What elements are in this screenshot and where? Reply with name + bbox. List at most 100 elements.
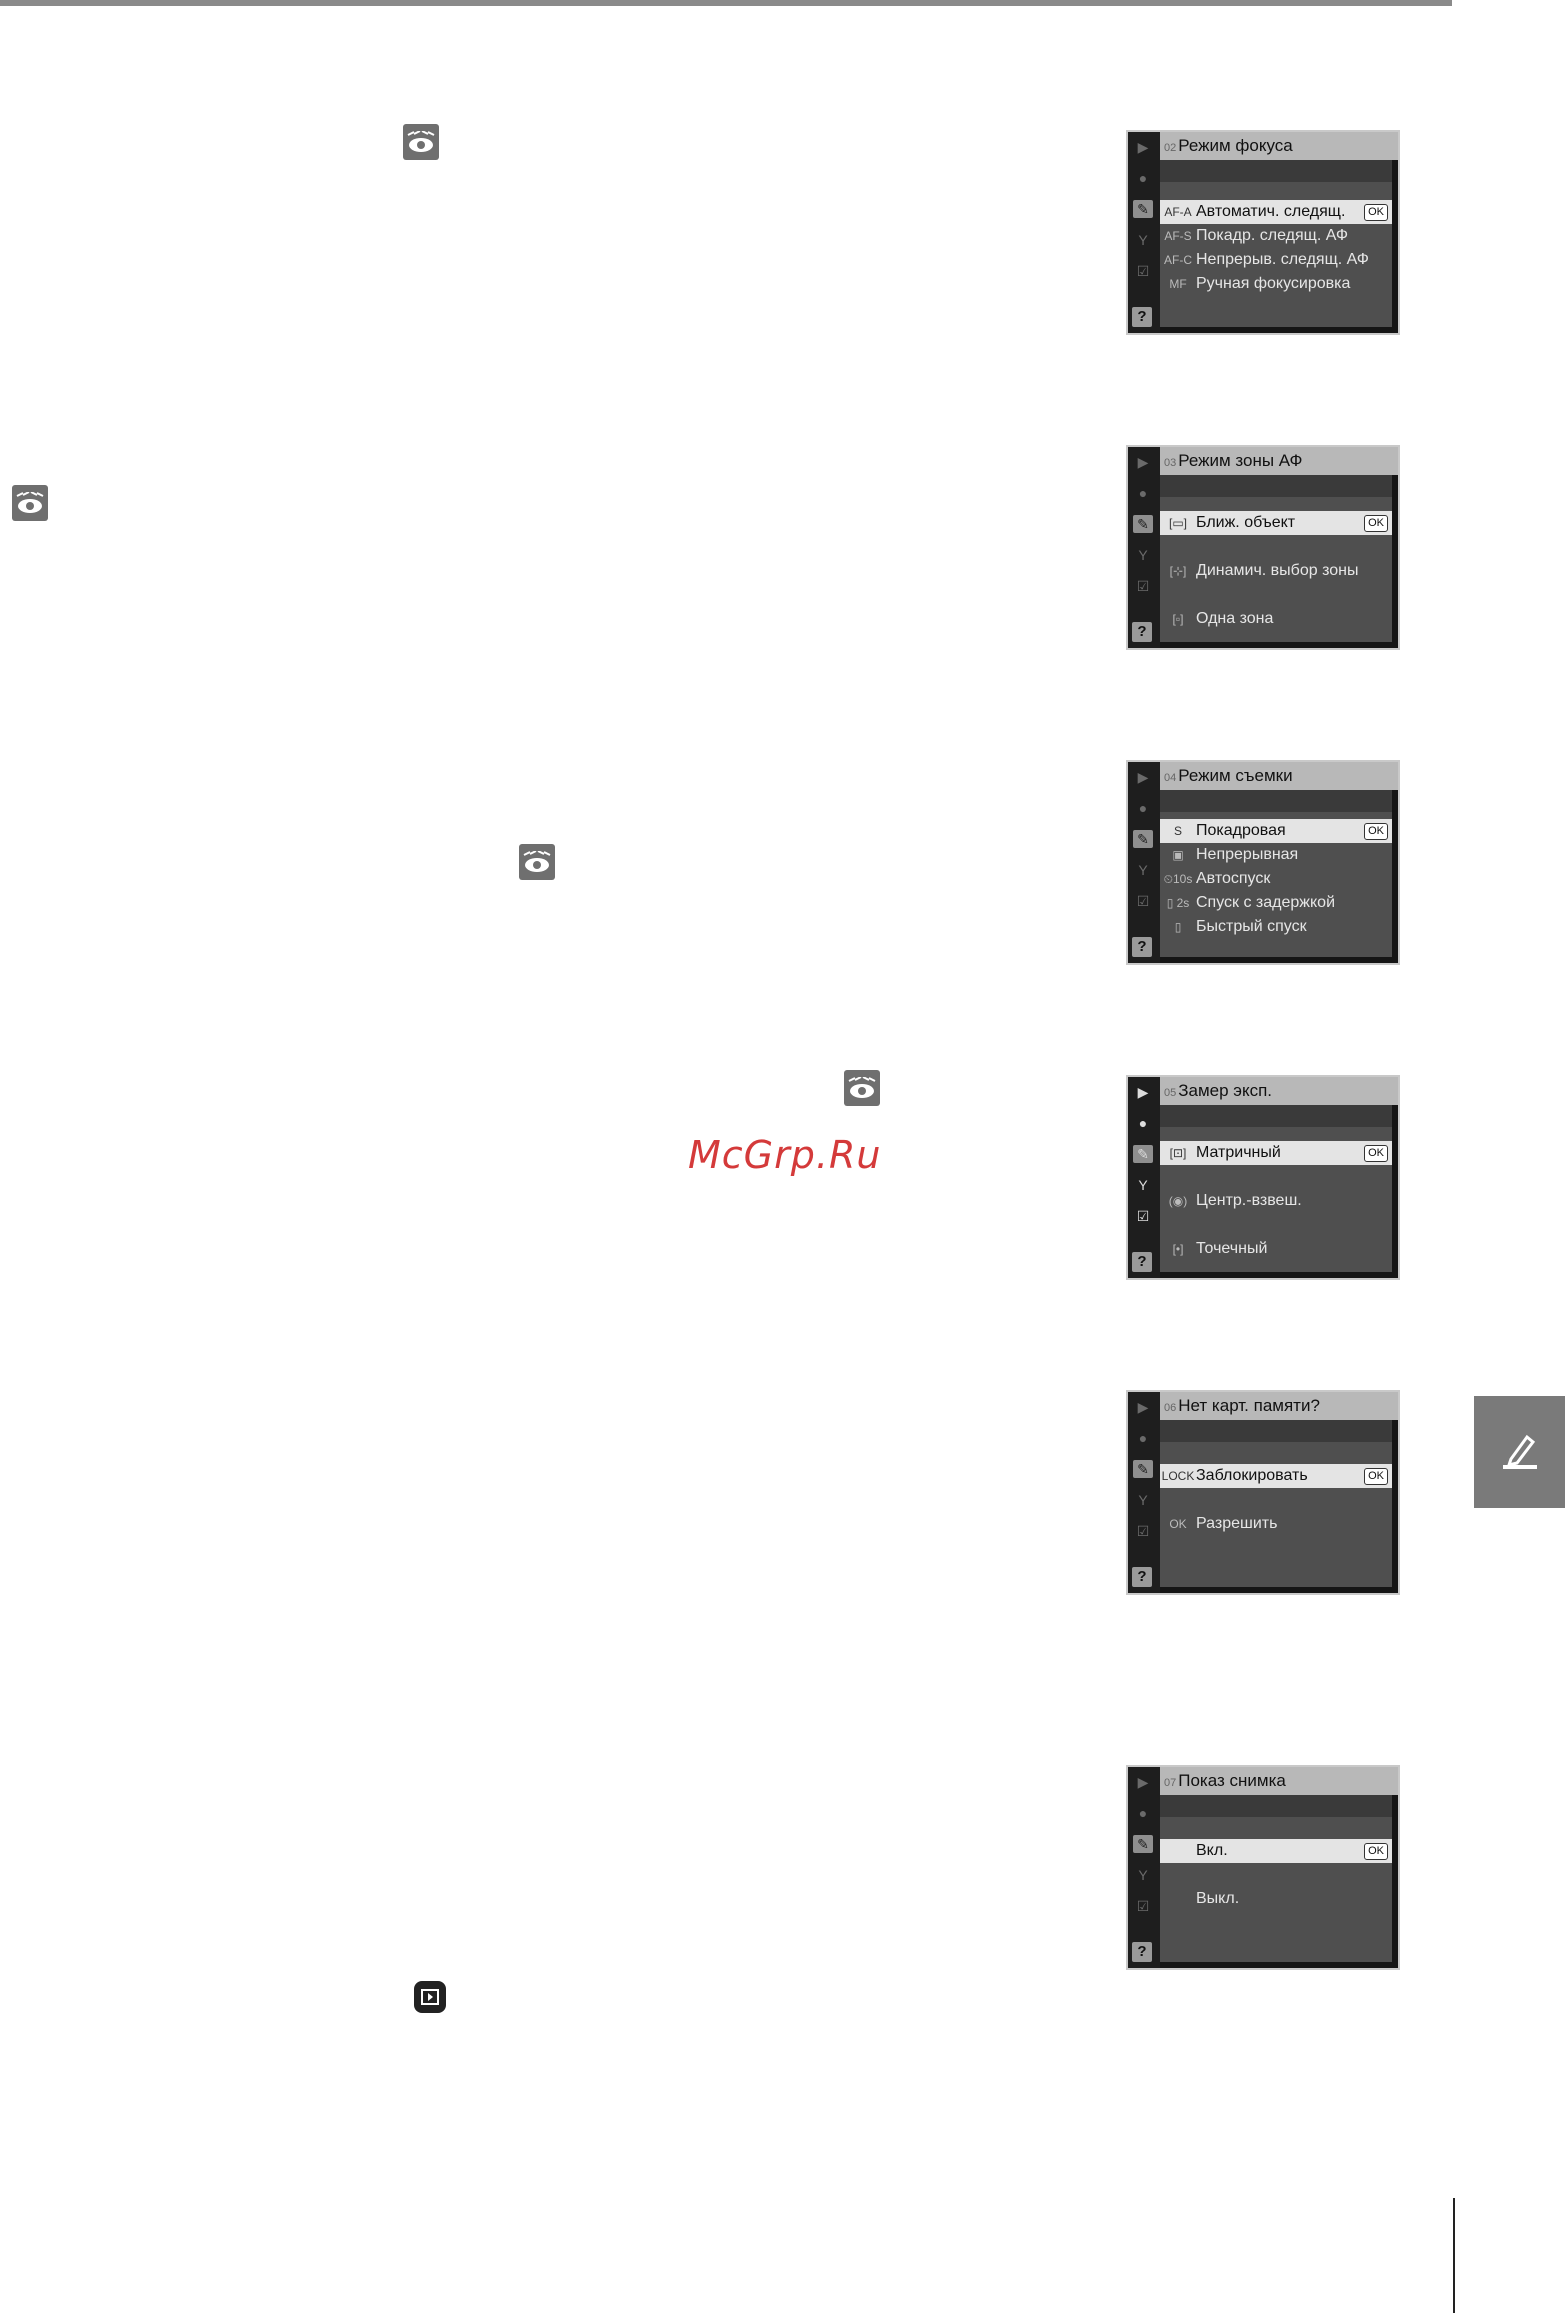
option-label: Покадровая bbox=[1196, 822, 1286, 839]
option-icon: S bbox=[1173, 824, 1182, 838]
custom-tab-icon: ✎ bbox=[1133, 200, 1153, 218]
option-icon: [▭] bbox=[1168, 516, 1187, 530]
menu-option[interactable]: [▭] Ближ. объект OK bbox=[1160, 511, 1392, 535]
retouch-tab-icon: ☑ bbox=[1136, 1523, 1150, 1539]
menu-tab-rail: ▶●✎Y☑? bbox=[1128, 1767, 1160, 1968]
retouch-tab-icon: ☑ bbox=[1136, 263, 1150, 279]
setup-tab-icon: Y bbox=[1138, 862, 1148, 878]
menu-option[interactable]: ▯ Быстрый спуск bbox=[1160, 915, 1392, 939]
option-label: Автоматич. следящ. bbox=[1196, 203, 1346, 220]
menu-option[interactable]: MF Ручная фокусировка bbox=[1160, 272, 1392, 296]
menu-option[interactable]: [⊹]Динамич. выбор зоны bbox=[1160, 559, 1392, 583]
eye-reference-icon bbox=[519, 844, 555, 880]
ok-badge: OK bbox=[1364, 1468, 1388, 1485]
menu-option[interactable]: [•] Точечный bbox=[1160, 1237, 1392, 1261]
custom-tab-icon: ✎ bbox=[1133, 830, 1153, 848]
option-icon: AF-A bbox=[1164, 205, 1192, 219]
section-tab bbox=[1474, 1396, 1565, 1508]
option-label: Выкл. bbox=[1196, 1890, 1240, 1907]
menu-option[interactable]: ▣ Непрерывная bbox=[1160, 843, 1392, 867]
setup-tab-icon: Y bbox=[1138, 547, 1148, 563]
help-icon: ? bbox=[1132, 937, 1152, 957]
option-icon: ▯ bbox=[1174, 920, 1182, 934]
custom-tab-icon: ✎ bbox=[1133, 1145, 1153, 1163]
custom-tab-icon: ✎ bbox=[1133, 1835, 1153, 1853]
option-label: Матричный bbox=[1196, 1144, 1281, 1161]
menu-option[interactable]: AF-A Автоматич. следящ. OK bbox=[1160, 200, 1392, 224]
playback-tab-icon: ▶ bbox=[1137, 1399, 1149, 1415]
retouch-tab-icon: ☑ bbox=[1136, 1898, 1150, 1914]
option-icon: [▫] bbox=[1172, 612, 1184, 626]
option-icon: ▣ bbox=[1172, 848, 1184, 862]
option-icon: [•] bbox=[1172, 1242, 1184, 1256]
menu-option[interactable]: (◉)Центр.-взвеш. bbox=[1160, 1189, 1392, 1213]
option-label: Ближ. объект bbox=[1196, 514, 1296, 531]
custom-tab-icon: ✎ bbox=[1133, 515, 1153, 533]
menu-panel bbox=[1160, 160, 1392, 327]
option-label: Точечный bbox=[1196, 1240, 1268, 1257]
option-label: Одна зона bbox=[1196, 610, 1274, 627]
option-label: Непрерывная bbox=[1196, 846, 1299, 863]
ok-badge: OK bbox=[1364, 204, 1388, 221]
option-label: Ручная фокусировка bbox=[1196, 275, 1351, 292]
menu-tab-rail: ▶●✎Y☑? bbox=[1128, 762, 1160, 963]
option-label: Центр.-взвеш. bbox=[1196, 1192, 1302, 1209]
menu-tab-rail: ▶●✎Y☑? bbox=[1128, 1077, 1160, 1278]
screen-number: 06 bbox=[1164, 1402, 1177, 1414]
option-label: Быстрый спуск bbox=[1196, 918, 1307, 935]
menu-panel bbox=[1160, 790, 1392, 957]
eye-reference-icon bbox=[844, 1070, 880, 1106]
menu-option[interactable]: Вкл. OK bbox=[1160, 1839, 1392, 1863]
setup-tab-icon: Y bbox=[1138, 1177, 1148, 1193]
playback-tab-icon: ▶ bbox=[1137, 1774, 1149, 1790]
screen-number: 05 bbox=[1164, 1087, 1177, 1099]
option-icon: MF bbox=[1169, 277, 1187, 291]
eye-reference-icon bbox=[403, 124, 439, 160]
screen-title-text: Показ снимка bbox=[1178, 1771, 1286, 1790]
shooting-tab-icon: ● bbox=[1138, 485, 1148, 501]
option-label: Спуск с задержкой bbox=[1196, 894, 1336, 911]
shooting-tab-icon: ● bbox=[1138, 1115, 1148, 1131]
option-label: Автоспуск bbox=[1196, 870, 1271, 887]
retouch-tab-icon: ☑ bbox=[1136, 893, 1150, 909]
option-icon: OK bbox=[1169, 1517, 1187, 1531]
top-rule bbox=[0, 0, 1452, 6]
help-icon: ? bbox=[1132, 1942, 1152, 1962]
menu-option[interactable]: [▫] Одна зона bbox=[1160, 607, 1392, 631]
screen-number: 02 bbox=[1164, 142, 1177, 154]
option-icon: LOCK bbox=[1161, 1469, 1195, 1483]
option-label: Покадр. следящ. АФ bbox=[1196, 227, 1349, 244]
ok-badge: OK bbox=[1364, 515, 1388, 532]
menu-option[interactable]: Выкл. bbox=[1160, 1887, 1392, 1911]
ok-badge: OK bbox=[1364, 1843, 1388, 1860]
setup-tab-icon: Y bbox=[1138, 1492, 1148, 1508]
shooting-tab-icon: ● bbox=[1138, 800, 1148, 816]
help-icon: ? bbox=[1132, 1252, 1152, 1272]
setup-tab-icon: Y bbox=[1138, 232, 1148, 248]
playback-tab-icon: ▶ bbox=[1137, 454, 1149, 470]
page-edge-rule bbox=[1453, 2198, 1455, 2313]
option-label: Вкл. bbox=[1196, 1842, 1228, 1859]
screen-title-text: Замер эксп. bbox=[1178, 1081, 1273, 1100]
option-label: Динамич. выбор зоны bbox=[1196, 562, 1359, 579]
menu-tab-rail: ▶●✎Y☑? bbox=[1128, 447, 1160, 648]
help-icon: ? bbox=[1132, 307, 1152, 327]
pencil-setup-icon bbox=[1497, 1427, 1543, 1478]
menu-tab-rail: ▶●✎Y☑? bbox=[1128, 1392, 1160, 1593]
